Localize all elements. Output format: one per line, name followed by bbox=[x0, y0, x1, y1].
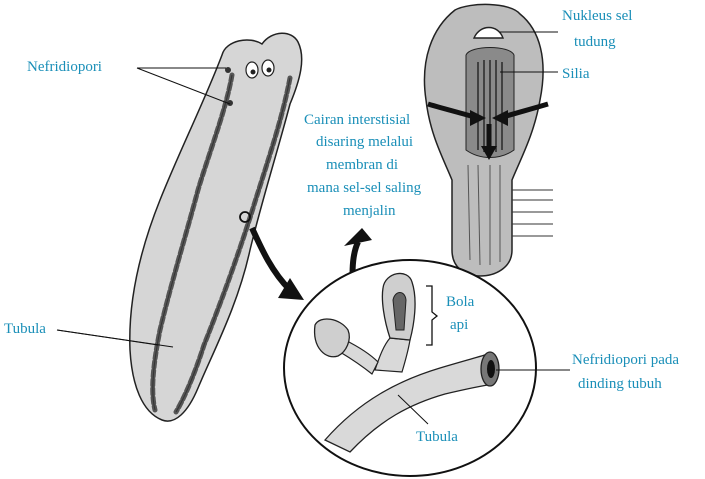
label-cairan-2: disaring melalui bbox=[316, 134, 413, 150]
label-tubula-left: Tubula bbox=[4, 321, 46, 337]
label-cairan-5: menjalin bbox=[343, 203, 396, 219]
pore-2 bbox=[227, 100, 233, 106]
label-nefridio-dinding-1: Nefridiopori pada bbox=[572, 352, 679, 368]
zoom-arrow bbox=[249, 226, 293, 293]
label-tubula-bottom: Tubula bbox=[416, 429, 458, 445]
zoom-marker bbox=[239, 211, 251, 223]
label-bola-1: Bola bbox=[446, 294, 475, 310]
planarian-body bbox=[129, 32, 303, 422]
label-nefridio-dinding-2: dinding tubuh bbox=[578, 376, 662, 392]
flame-cell-detail bbox=[423, 3, 553, 277]
nucleus bbox=[472, 26, 504, 39]
label-cairan-3: membran di bbox=[326, 157, 398, 173]
label-nukleus-2: tudung bbox=[574, 34, 616, 50]
label-silia: Silia bbox=[562, 66, 590, 82]
label-nukleus-1: Nukleus sel bbox=[562, 8, 632, 24]
side-flame-bulb bbox=[313, 318, 350, 358]
label-nefridiopori: Nefridiopori bbox=[27, 59, 102, 75]
label-cairan-1: Cairan interstisial bbox=[304, 112, 410, 128]
zoom-content bbox=[313, 272, 500, 453]
label-cairan-4: mana sel-sel saling bbox=[307, 180, 422, 196]
pore-1 bbox=[225, 67, 231, 73]
label-bola-2: api bbox=[450, 317, 468, 333]
